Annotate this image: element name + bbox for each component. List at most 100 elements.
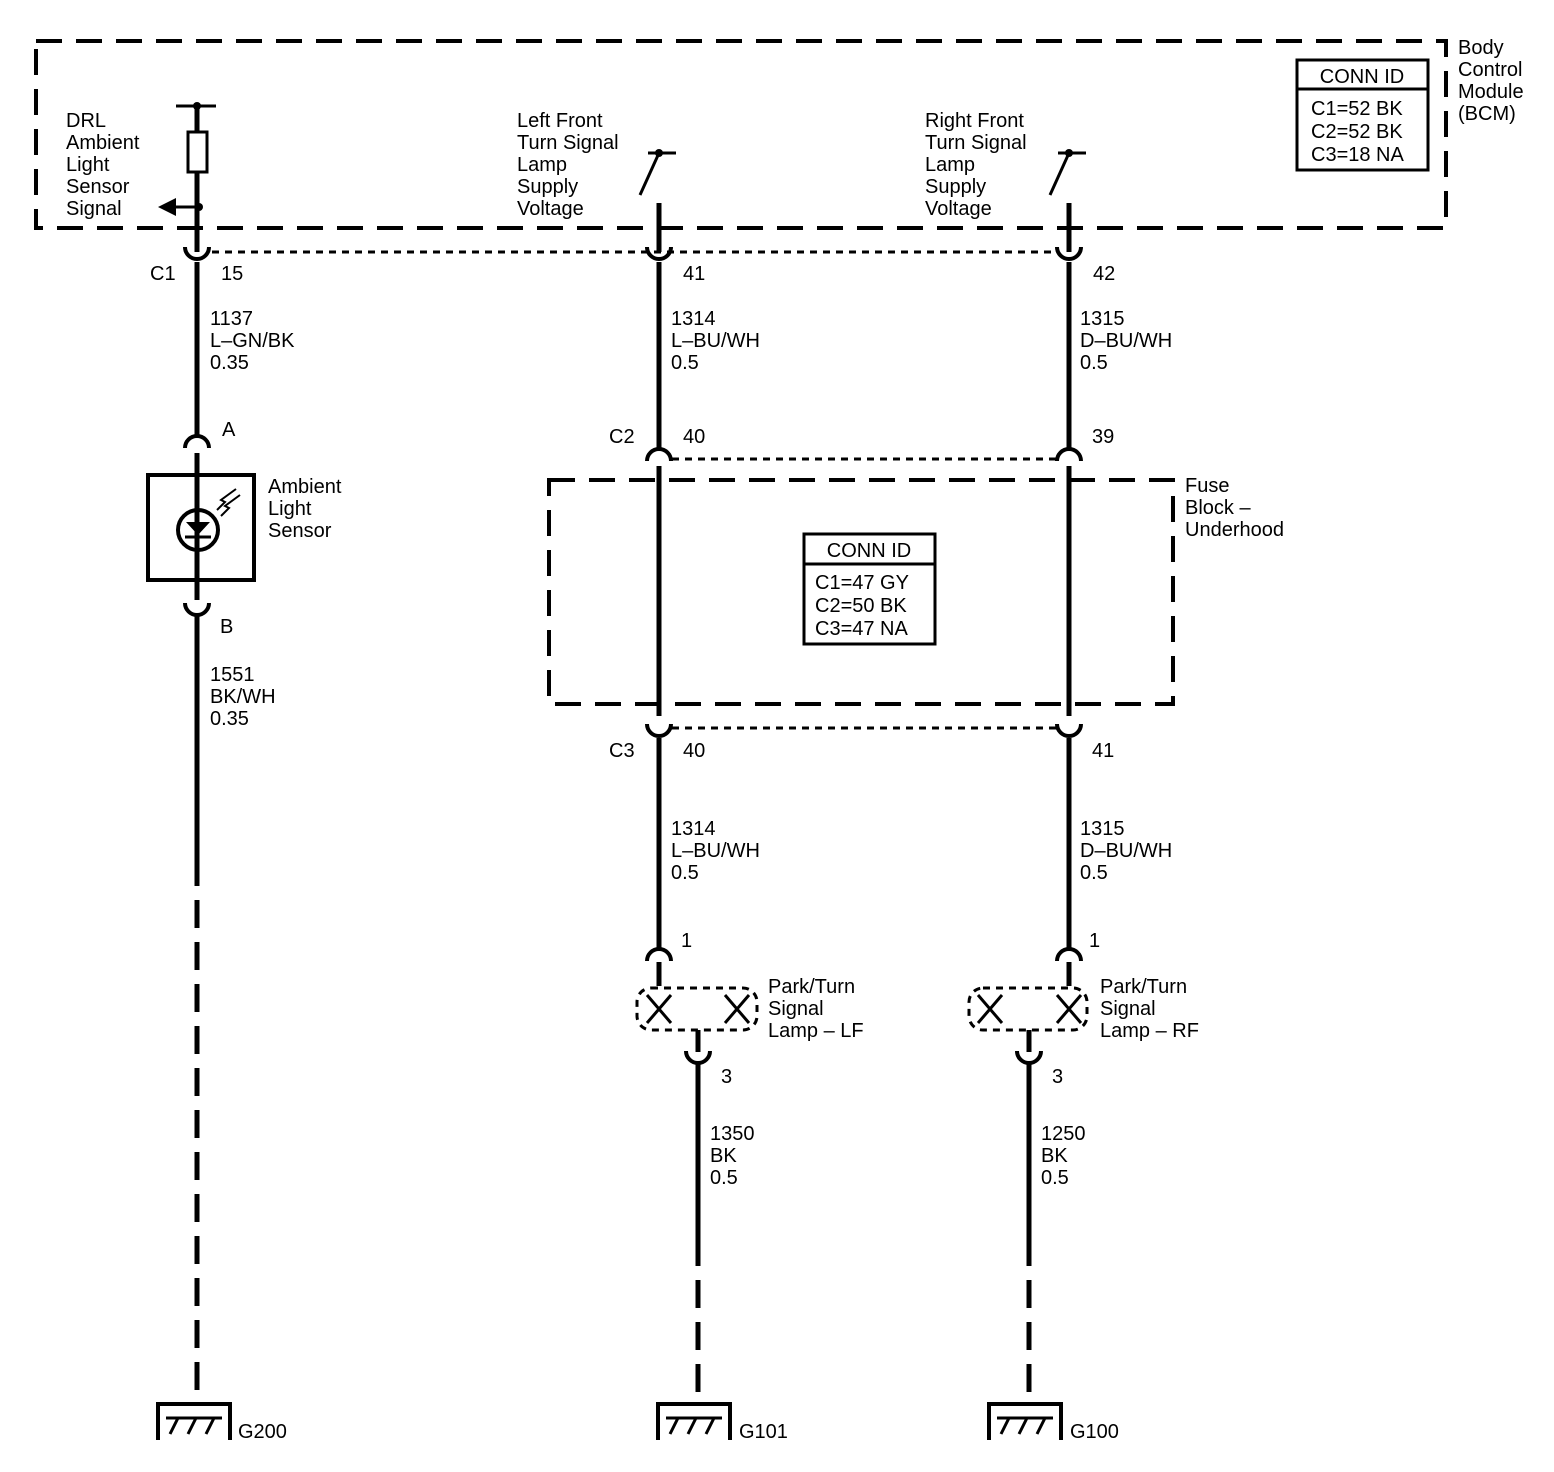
pin-letter: B xyxy=(220,616,233,638)
connector-label-c2: C2 xyxy=(609,426,635,448)
bcm-boundary xyxy=(34,39,1448,230)
park-turn-lamp-rf xyxy=(967,947,1089,1065)
fuse-conn-id-table: CONN ID C1=47 GY C2=50 BK C3=47 NA xyxy=(802,532,937,646)
bcm-label-line: (BCM) xyxy=(1458,103,1516,125)
bulb-icon xyxy=(645,994,673,1024)
connector-c1 xyxy=(183,232,1083,261)
wire-label-line: BK xyxy=(710,1145,737,1167)
signal-label-line: Ambient xyxy=(66,132,140,154)
module-label-line: Fuse xyxy=(1185,475,1229,497)
conn-id-row: C2=52 BK xyxy=(1311,121,1403,143)
module-label-line: Block – xyxy=(1185,497,1251,519)
pin-number: 15 xyxy=(221,263,243,285)
ground-label: G200 xyxy=(238,1421,287,1443)
connector-c3 xyxy=(645,723,1083,738)
signal-label-line: Signal xyxy=(66,198,122,220)
wire-label-line: 0.5 xyxy=(1080,862,1108,884)
wire-label-1314-lower: 1314 L–BU/WH 0.5 xyxy=(671,818,760,884)
component-label-line: Park/Turn xyxy=(1100,976,1187,998)
wire-label-line: 1250 xyxy=(1041,1123,1086,1145)
ground-g101-icon xyxy=(656,1402,732,1440)
sensor-pin-a xyxy=(183,434,211,449)
bulb-icon xyxy=(1055,994,1083,1024)
component-label-line: Park/Turn xyxy=(768,976,855,998)
fuse-block-label: Fuse Block – Underhood xyxy=(1185,475,1284,541)
ambient-light-sensor xyxy=(146,473,256,582)
wire-label-line: L–GN/BK xyxy=(210,330,295,352)
wire-label-line: BK/WH xyxy=(210,686,276,708)
wire-label-1350: 1350 BK 0.5 xyxy=(710,1123,755,1189)
signal-label-line: Left Front xyxy=(517,110,603,132)
component-label-line: Lamp – LF xyxy=(768,1020,864,1042)
lf-supply-switch xyxy=(638,149,676,232)
fuse-block-boundary xyxy=(547,478,1175,706)
conn-id-row: C1=47 GY xyxy=(815,572,909,594)
component-label-line: Lamp – RF xyxy=(1100,1020,1199,1042)
pin-number: 41 xyxy=(683,263,705,285)
ground-g100-icon xyxy=(987,1402,1063,1440)
signal-label-line: Lamp xyxy=(925,154,975,176)
wire-label-line: L–BU/WH xyxy=(671,840,760,862)
connector-c2 xyxy=(645,447,1083,462)
conn-id-title: CONN ID xyxy=(1320,66,1404,88)
wire-label-line: 1314 xyxy=(671,308,716,330)
bcm-label: Body Control Module (BCM) xyxy=(1458,37,1524,125)
wire-label-line: 1315 xyxy=(1080,818,1125,840)
wire-label-1250: 1250 BK 0.5 xyxy=(1041,1123,1086,1189)
signal-label-line: Light xyxy=(66,154,110,176)
wire-label-1315-upper: 1315 D–BU/WH 0.5 xyxy=(1080,308,1172,374)
pin-number: 39 xyxy=(1092,426,1114,448)
wire-label-line: L–BU/WH xyxy=(671,330,760,352)
photodiode-icon xyxy=(186,522,210,535)
conn-id-row: C3=47 NA xyxy=(815,618,908,640)
bcm-conn-id-table: CONN ID C1=52 BK C2=52 BK C3=18 NA xyxy=(1295,58,1430,172)
wire-label-line: 1137 xyxy=(210,308,253,330)
wire-label-1551: 1551 BK/WH 0.35 xyxy=(210,664,276,730)
wire-label-line: 0.5 xyxy=(671,352,699,374)
signal-label-line: Supply xyxy=(925,176,986,198)
conn-id-title: CONN ID xyxy=(827,540,911,562)
signal-arrow-icon xyxy=(158,198,176,216)
conn-id-row: C2=50 BK xyxy=(815,595,907,617)
pin-number: 41 xyxy=(1092,740,1114,762)
wire-label-line: 0.35 xyxy=(210,708,249,730)
park-turn-lamp-lf xyxy=(635,947,759,1065)
wire-label-line: 0.5 xyxy=(1041,1167,1069,1189)
wire-label-line: 1315 xyxy=(1080,308,1125,330)
bulb-icon xyxy=(723,994,751,1024)
wire-label-line: 0.5 xyxy=(1080,352,1108,374)
wire-label-line: D–BU/WH xyxy=(1080,840,1172,862)
wire-label-1315-lower: 1315 D–BU/WH 0.5 xyxy=(1080,818,1172,884)
ambient-sensor-label: Ambient Light Sensor xyxy=(268,476,342,542)
bcm-label-line: Control xyxy=(1458,59,1522,81)
signal-label-line: Turn Signal xyxy=(517,132,619,154)
lamp-lf-label: Park/Turn Signal Lamp – LF xyxy=(768,976,864,1042)
wire-label-line: 0.35 xyxy=(210,352,249,374)
ground-g200-icon xyxy=(156,1402,232,1440)
drl-signal-circuit xyxy=(158,102,216,232)
wire-label-line: 0.5 xyxy=(671,862,699,884)
conn-id-row: C3=18 NA xyxy=(1311,144,1404,166)
wire-label-1314-upper: 1314 L–BU/WH 0.5 xyxy=(671,308,760,374)
pin-number: 42 xyxy=(1093,263,1115,285)
wire-label-line: 1350 xyxy=(710,1123,755,1145)
rf-supply-switch xyxy=(1048,149,1086,232)
pin-number: 40 xyxy=(683,740,705,762)
lamp-rf-label: Park/Turn Signal Lamp – RF xyxy=(1100,976,1199,1042)
signal-label-line: Supply xyxy=(517,176,578,198)
ground-label: G100 xyxy=(1070,1421,1119,1443)
bcm-label-line: Module xyxy=(1458,81,1524,103)
rf-supply-label: Right Front Turn Signal Lamp Supply Volt… xyxy=(925,110,1027,220)
wire-label-line: 1551 xyxy=(210,664,255,686)
component-label-line: Light xyxy=(268,498,312,520)
component-label-line: Signal xyxy=(768,998,824,1020)
component-label-line: Signal xyxy=(1100,998,1156,1020)
wire-label-line: BK xyxy=(1041,1145,1068,1167)
pin-number: 40 xyxy=(683,426,705,448)
drl-signal-label: DRL Ambient Light Sensor Signal xyxy=(66,110,140,220)
wire-label-line: 1314 xyxy=(671,818,716,840)
ground-label: G101 xyxy=(739,1421,788,1443)
signal-label-line: Voltage xyxy=(517,198,584,220)
signal-label-line: Lamp xyxy=(517,154,567,176)
